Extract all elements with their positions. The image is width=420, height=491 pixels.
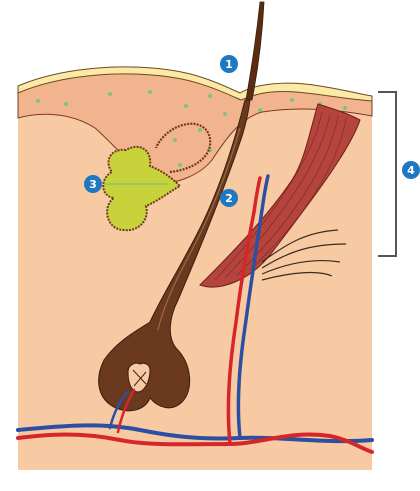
svg-text:1: 1 xyxy=(225,58,233,71)
label-3: 3 xyxy=(84,175,102,193)
label-4: 4 xyxy=(402,161,420,179)
dermis-bracket xyxy=(378,92,396,256)
svg-text:2: 2 xyxy=(225,192,233,205)
label-1: 1 xyxy=(220,55,238,73)
svg-text:3: 3 xyxy=(89,178,97,191)
svg-text:4: 4 xyxy=(407,164,415,177)
label-2: 2 xyxy=(220,189,238,207)
